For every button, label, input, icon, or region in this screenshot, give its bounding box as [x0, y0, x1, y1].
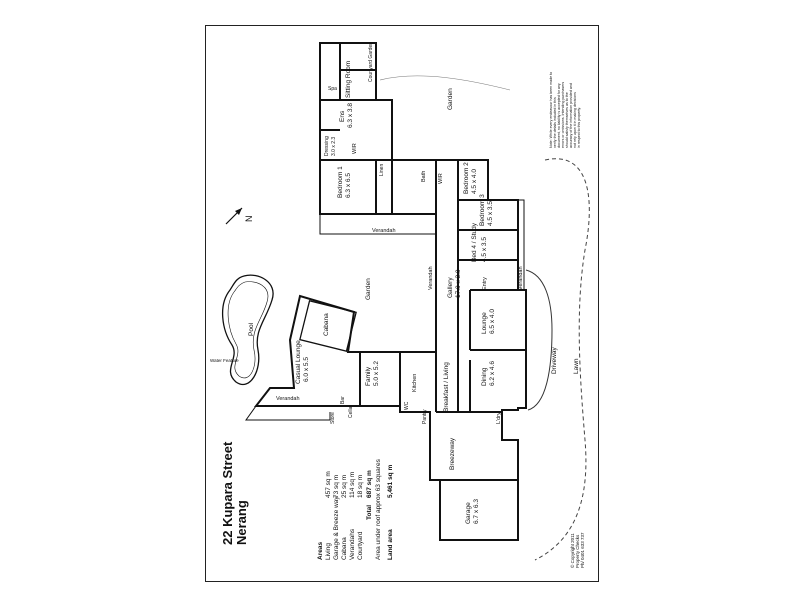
bar-label: Bar: [340, 396, 346, 404]
dressing-dim: 3.0 x 2.3: [331, 137, 337, 156]
family-dim: 5.0 x 5.2: [373, 361, 380, 386]
bedroom1-dim: 6.3 x 6.5: [345, 173, 352, 198]
verandah-outline: [245, 199, 525, 421]
area-row-value: 114 sq m: [349, 472, 356, 498]
lounge-dim: 6.5 x 4.0: [489, 309, 496, 334]
breezeway-label: Breezeway: [449, 437, 456, 470]
area-row-value: 18 sq m: [357, 475, 364, 498]
lawn-curve: [534, 158, 590, 561]
note-line: not rely upon it in making decisions: [573, 92, 577, 148]
dressing-label: Dressing: [324, 136, 330, 156]
area-row-label: Cabana: [341, 537, 348, 560]
ldry-label: L'dry: [496, 412, 502, 424]
driveway-label: Driveway: [551, 347, 558, 374]
area-row-label: Courtyard: [357, 531, 364, 560]
cabana-room: [299, 300, 357, 352]
copyright-line: Property Checks: [575, 534, 580, 568]
bed4-dim: 4.5 x 3.5: [481, 237, 488, 262]
note-line: accuracy of the information provided and: [569, 83, 573, 148]
north-label: N: [244, 216, 254, 223]
bedroom1-label: Bedroom 1: [337, 166, 344, 198]
family-label: Family: [365, 366, 372, 386]
dining-label: Dining: [481, 367, 488, 386]
garden-outline: [379, 75, 511, 91]
bedroom2-label: Bedroom 2: [463, 162, 470, 194]
area-row-label: Verandahs: [349, 528, 356, 560]
room-labels: Courtyard Garden Sitting Room Spa Ens 6.…: [210, 42, 580, 524]
note-line: errors or omissions. Intending purchaser…: [561, 82, 565, 148]
garage-label: Garage: [465, 502, 472, 524]
courtyard-garden-label: Courtyard Garden: [368, 42, 374, 82]
verandah-cabana-label: Verandah: [276, 396, 300, 402]
casual-lounge-dim: 6.0 x 5.5: [303, 357, 310, 382]
driveway-curve: [525, 269, 553, 411]
pool-inner: [227, 281, 269, 379]
sitting-room-label: Sitting Room: [345, 61, 352, 98]
area-row-label: Area under roof approx 63 squares: [375, 458, 382, 560]
areas-heading: Areas: [317, 542, 324, 560]
copyright-block: © Copyright 2011 Property Checks Ph/ 040…: [569, 532, 585, 568]
gallery-dim: 17.0 x 3.0: [455, 269, 462, 298]
ens-dim: 6.3 x 3.8: [347, 103, 354, 128]
north-arrow: N: [225, 207, 254, 225]
area-row-value: 5,461 sq m: [387, 465, 394, 498]
pool-shape: [222, 274, 274, 385]
copyright-line: © Copyright 2011: [569, 533, 575, 568]
verandah-right-label: Verandah: [518, 266, 524, 290]
note-line: document, no liability is accepted for a…: [557, 83, 561, 148]
lawn-label: Lawn: [573, 358, 580, 374]
area-row-label: Total: [366, 505, 373, 520]
bedroom3-dim: 4.5 x 3.5: [487, 201, 494, 226]
garden-top-label: Garden: [447, 88, 454, 110]
verandah-mid-label: Verandah: [428, 266, 434, 290]
area-row-label: Land area: [387, 529, 394, 560]
disclaimer-note: Note: While every endeavour has been mad…: [549, 72, 581, 148]
gallery-label: Gallery: [447, 277, 454, 298]
kitchen-label: Kitchen: [412, 374, 418, 392]
garden-mid-label: Garden: [365, 278, 372, 300]
walls: [253, 42, 527, 541]
copyright-line: Ph/ 0401 633 737: [580, 532, 585, 568]
water-feature-label: Water Feature: [210, 358, 239, 363]
areas-table: Areas Living 457 sq m Garage & Breeze wa…: [317, 458, 394, 560]
title-block: 22 Kupara Street Nerang: [220, 441, 249, 545]
ens-label: Ens: [339, 110, 346, 122]
entry-label: Entry: [482, 277, 488, 290]
note-line: Note: While every endeavour has been mad…: [549, 72, 553, 148]
casual-lounge-label: Casual Lounge: [295, 340, 302, 384]
cellar-label: Cellar: [348, 405, 354, 418]
bedroom2-dim: 4.5 x 4.0: [471, 169, 478, 194]
wir2-label: WIR: [438, 173, 444, 184]
bedroom3-label: Bedroom 3: [479, 194, 486, 226]
garage-dim: 6.7 x 6.3: [473, 499, 480, 524]
note-line: verify the details included in this: [553, 97, 557, 148]
lounge-label: Lounge: [481, 312, 488, 334]
verandah-top-label: Verandah: [372, 228, 396, 234]
breakfast-living-label: Breakfast / Living: [443, 362, 450, 412]
wir-label: WIR: [352, 143, 358, 154]
suburb-title: Nerang: [234, 500, 249, 545]
bath-label: Bath: [421, 171, 427, 182]
note-line: should satisfy themselves as to the: [565, 92, 569, 148]
store-label: Store: [330, 412, 336, 424]
area-row-label: Living: [325, 543, 332, 560]
dining-dim: 6.2 x 4.6: [489, 361, 496, 386]
area-row-value: 687 sq m: [366, 470, 373, 498]
pool-label: Pool: [248, 322, 255, 336]
area-row-label: Garage & Breeze way: [333, 496, 340, 560]
linen-label: Linen: [379, 164, 385, 176]
note-line: in respect to this property.: [577, 107, 581, 148]
wc-label: WC: [404, 401, 410, 410]
street-title: 22 Kupara Street: [220, 441, 235, 545]
spa-label: Spa: [328, 86, 337, 92]
cabana-label: Cabana: [323, 313, 330, 336]
area-row-value: 73 sq m: [333, 475, 340, 498]
bed4-label: Bed 4 / Study: [471, 222, 478, 262]
area-row-value: 457 sq m: [325, 471, 332, 498]
area-row-value: 25 sq m: [341, 475, 348, 498]
pantry-label: Pantry: [422, 409, 428, 424]
